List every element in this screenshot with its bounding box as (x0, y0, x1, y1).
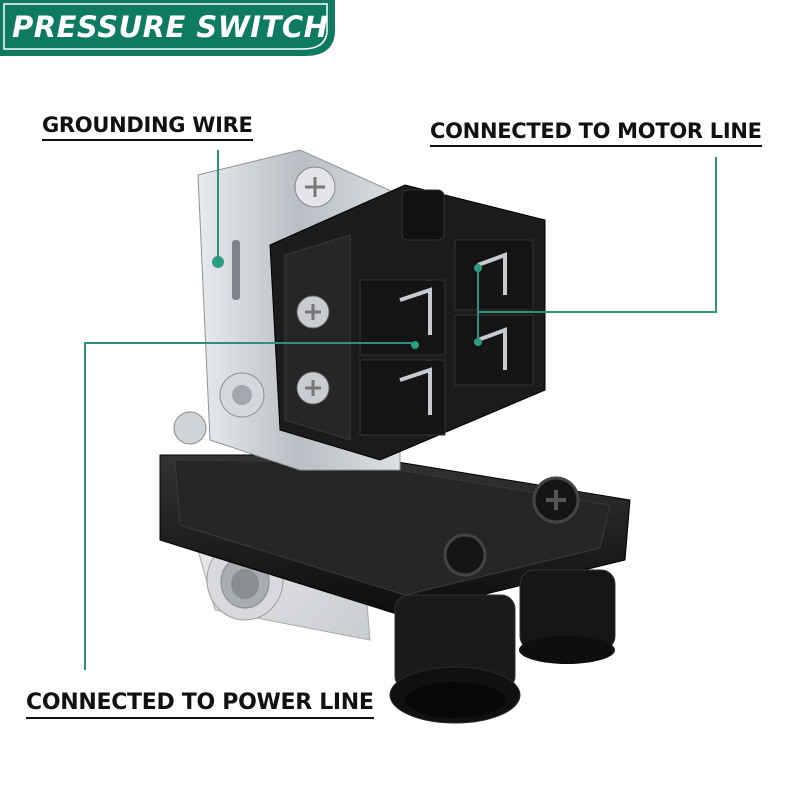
label-motor-line: CONNECTED TO MOTOR LINE (430, 121, 762, 147)
label-grounding-wire: GROUNDING WIRE (42, 115, 253, 141)
title-banner-text-box: PRESSURE SWITCH (0, 0, 335, 56)
leader-lines (84, 150, 717, 670)
leader-line-power (84, 342, 415, 670)
black-housing (159, 454, 631, 616)
title-banner-text: PRESSURE SWITCH (12, 10, 329, 44)
label-power-line: CONNECTED TO POWER LINE (26, 692, 374, 719)
title-banner (0, 0, 335, 56)
cable-glands (389, 569, 616, 724)
leader-line-motor (477, 157, 717, 313)
terminal-block (269, 184, 546, 461)
